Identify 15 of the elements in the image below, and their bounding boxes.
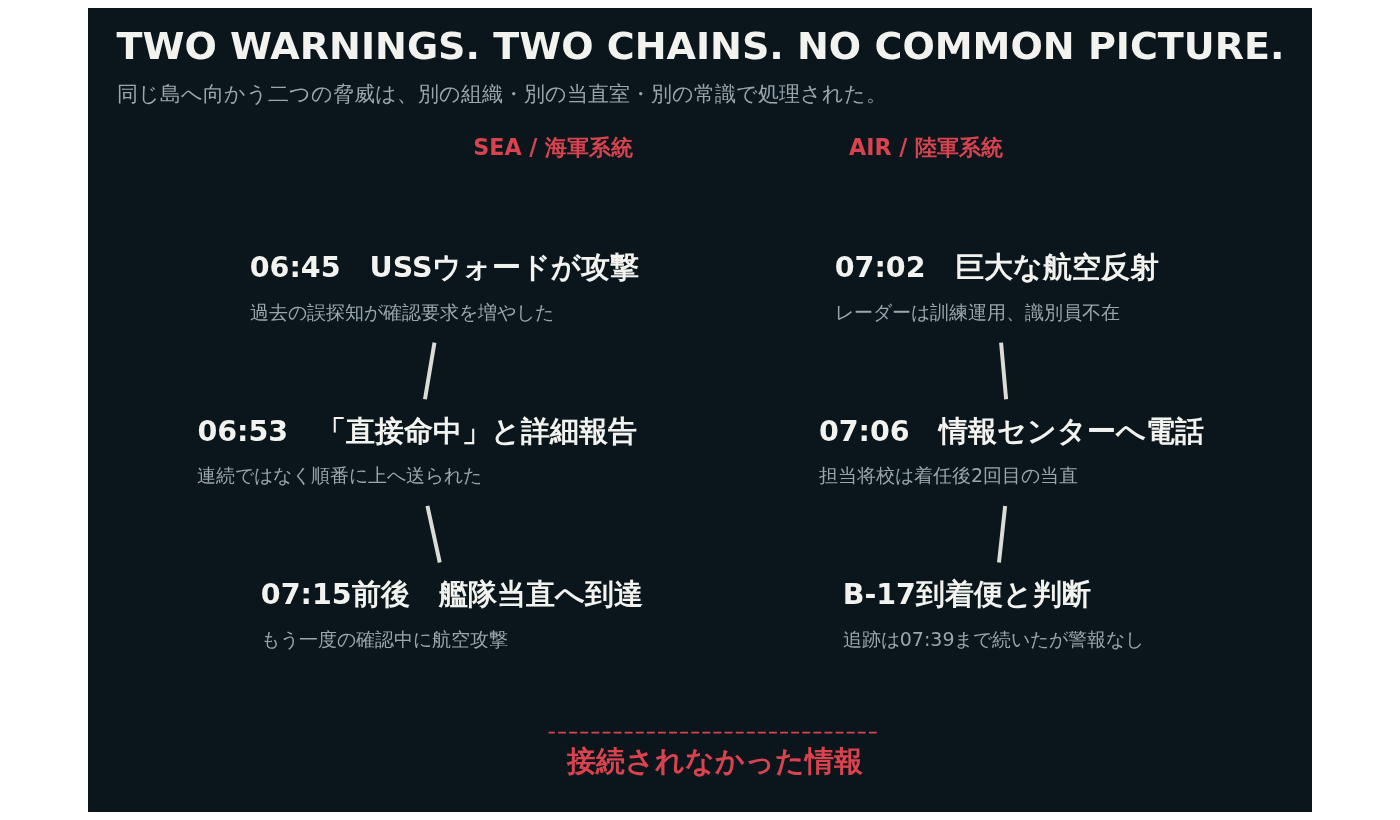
- label: AIR / 陸軍系統: [849, 134, 1004, 161]
- caption: 同じ島へ向かう二つの脅威は、別の組織・別の当直室・別の常識で処理された。: [116, 81, 887, 106]
- node-text: 07:02 巨大な航空反射 レーダーは訓練運用、識別員不在: [834, 251, 1159, 323]
- node-text: 07:06 情報センターへ電話 担当将校は着任後2回目の当直: [818, 414, 1204, 487]
- label: 接続されなかった情報: [566, 745, 863, 779]
- node-text: 06:45 USSウォードが攻撃 過去の誤探知が確認要求を増やした: [249, 251, 640, 323]
- connector: [423, 342, 437, 400]
- node-text: B-17到着便と判断 追跡は07:39まで続いたが警報なし: [842, 578, 1145, 650]
- diagram-title: TWO WARNINGS. TWO CHAINS. NO COMMON PICTURE.: [116, 24, 1285, 69]
- label: SEA / 海軍系統: [473, 134, 634, 161]
- node-text: 06:53 「直接命中」と詳細報告 連続ではなく順番に上へ送られた: [197, 414, 638, 487]
- node-text: 07:15前後 艦隊当直へ到達 もう一度の確認中に航空攻撃: [260, 578, 643, 650]
- connector: [997, 505, 1008, 563]
- connector: [999, 342, 1009, 400]
- connector: [425, 505, 442, 563]
